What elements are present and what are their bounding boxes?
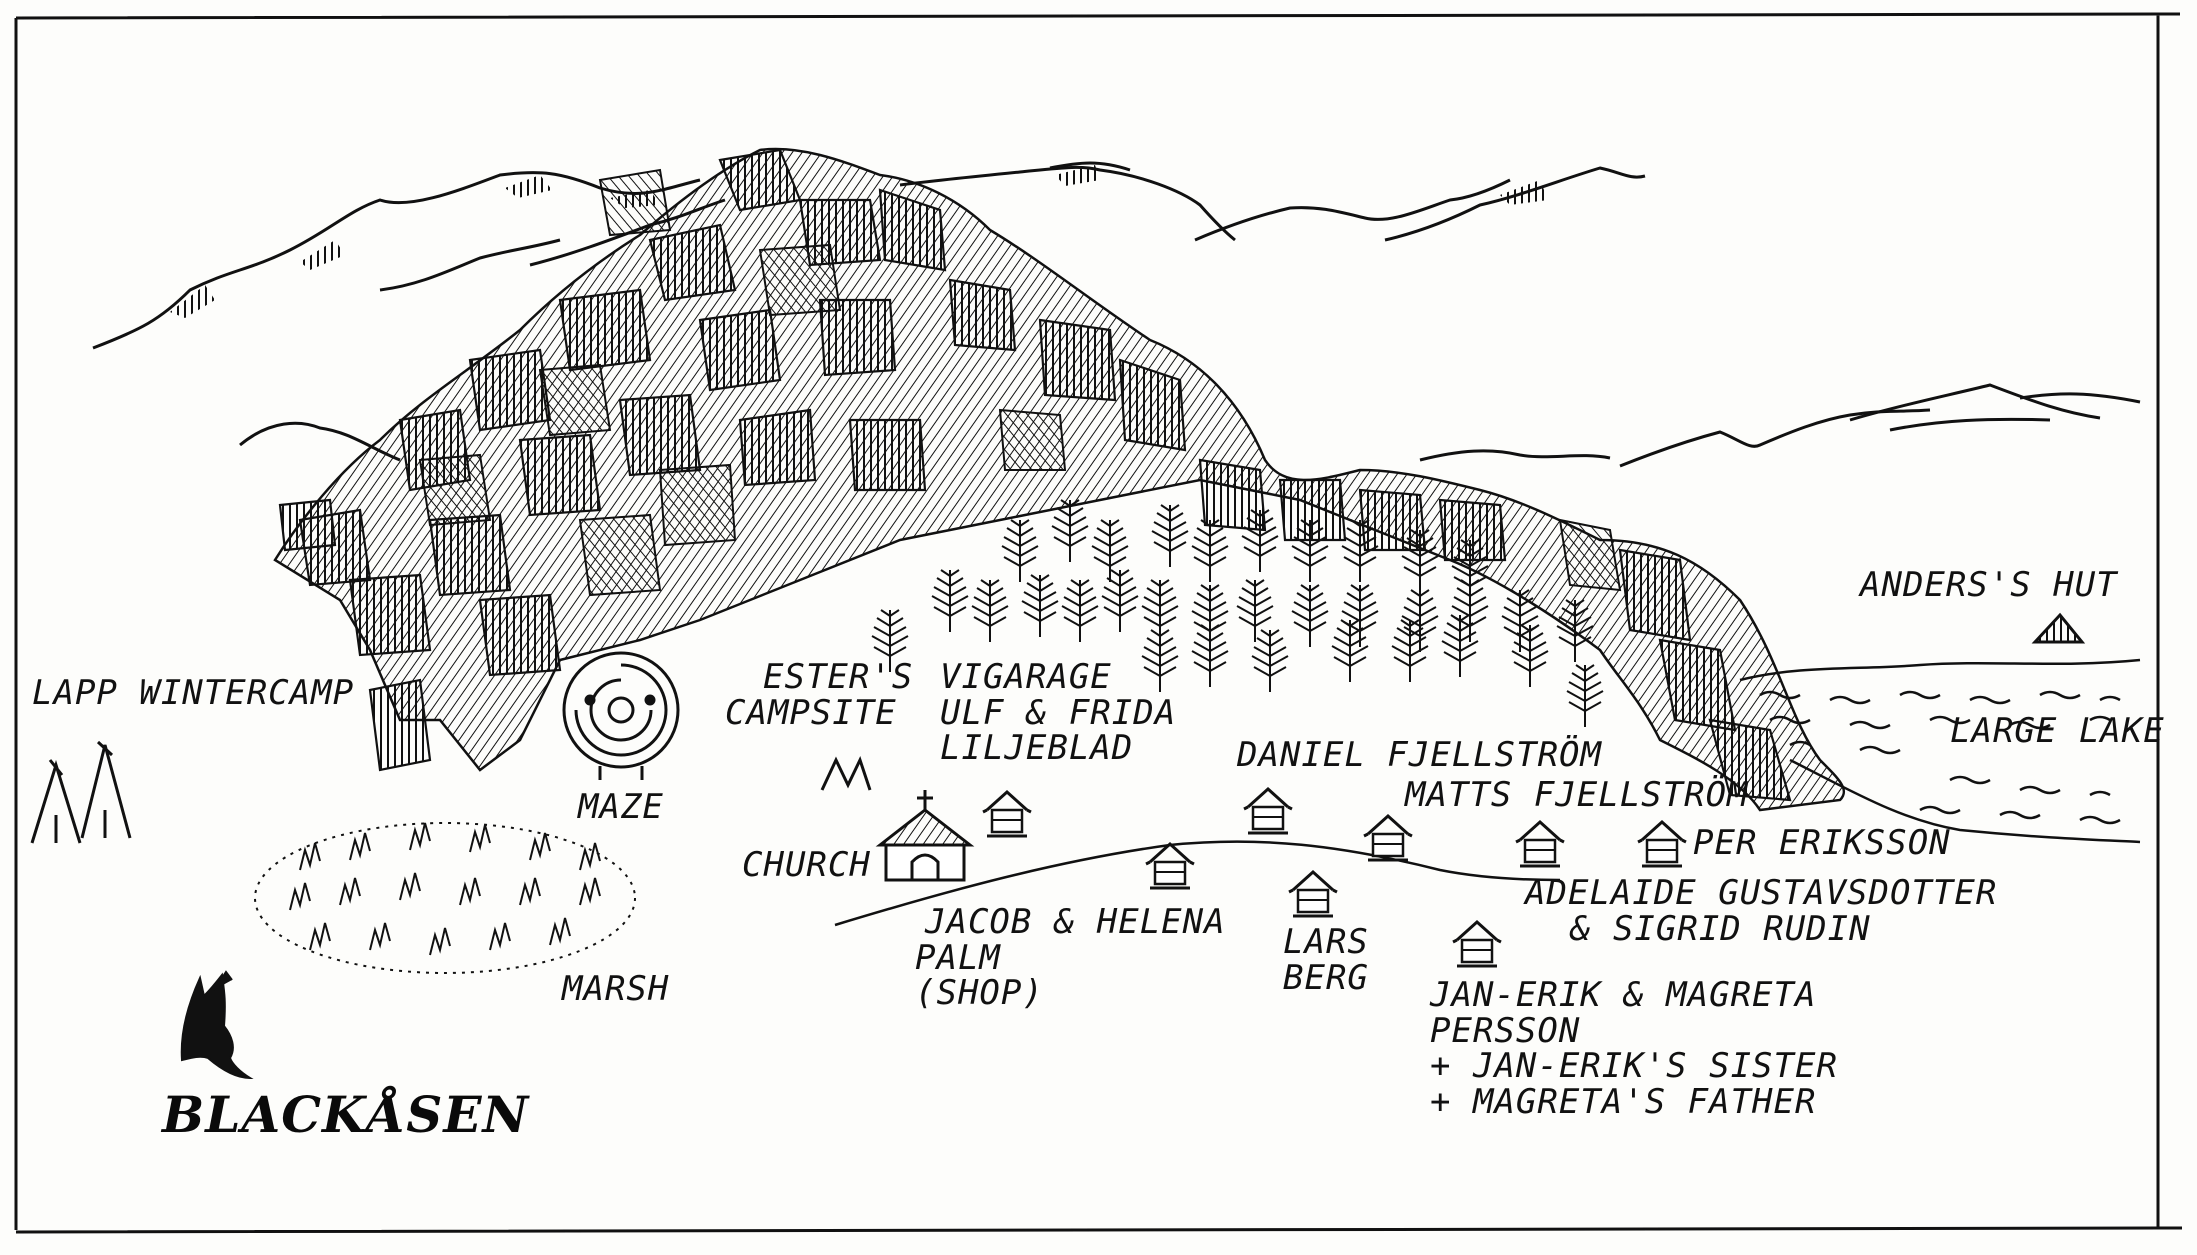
tree-icon bbox=[1451, 579, 1489, 643]
tree-icon bbox=[1061, 579, 1099, 643]
label-vicarage: VIGARAGE ULF & FRIDA LILJEBLAD bbox=[940, 657, 1177, 769]
label-jacob-helena-line1: JACOB & HELENA bbox=[925, 902, 1226, 942]
tree-icon bbox=[971, 579, 1009, 643]
house-icon bbox=[1514, 820, 1566, 868]
tree-icon bbox=[1151, 504, 1189, 568]
label-vicarage-line3: LILJEBLAD bbox=[940, 728, 1134, 769]
tree-icon bbox=[1566, 664, 1604, 728]
label-large-lake: LARGE LAKE bbox=[1950, 711, 2165, 751]
tree-icon bbox=[1501, 589, 1539, 653]
label-anders-hut: ANDERS'S HUT bbox=[1860, 565, 2118, 605]
house-icon bbox=[1636, 820, 1688, 868]
label-adelaide-line2: & SIGRID RUDIN bbox=[1570, 908, 1871, 949]
label-lars-berg: LARS BERG bbox=[1283, 922, 1369, 998]
tree-icon bbox=[1191, 519, 1229, 583]
label-jan-erik-line1: JAN-ERIK & MAGRETA bbox=[1430, 975, 1817, 1015]
tree-icon bbox=[1191, 624, 1229, 688]
tree-icon bbox=[1511, 624, 1549, 688]
label-per-eriksson: PER ERIKSSON bbox=[1693, 823, 1951, 863]
label-marsh: MARSH bbox=[562, 969, 670, 1009]
house-icon bbox=[1451, 920, 1503, 968]
label-jacob-helena-line3: (SHOP) bbox=[915, 973, 1044, 1014]
house-icon bbox=[1242, 787, 1294, 835]
road bbox=[834, 840, 1561, 927]
marsh-icon bbox=[254, 822, 636, 974]
raven-icon bbox=[180, 970, 254, 1080]
label-adelaide-line1: ADELAIDE GUSTAVSDOTTER bbox=[1525, 873, 1998, 913]
tree-icon bbox=[1001, 519, 1039, 583]
tree-icon bbox=[1236, 579, 1274, 643]
maze-icon bbox=[562, 651, 680, 780]
label-maze: MAZE bbox=[578, 787, 664, 827]
tree-icon bbox=[1291, 519, 1329, 583]
house-icon bbox=[1362, 814, 1414, 862]
tree-icon bbox=[1241, 509, 1279, 573]
label-church: CHURCH bbox=[742, 845, 871, 885]
tree-icon bbox=[1051, 499, 1089, 563]
mountain-icon bbox=[273, 147, 1846, 812]
teepee-icon bbox=[30, 740, 132, 844]
mountain-blocks-shaded bbox=[418, 168, 1622, 597]
label-esters-campsite-line1: ESTER'S bbox=[763, 657, 914, 697]
tree-icon bbox=[1401, 589, 1439, 653]
label-jan-erik: JAN-ERIK & MAGRETA PERSSON + JAN-ERIK'S … bbox=[1430, 975, 1838, 1123]
house-icon bbox=[981, 790, 1033, 838]
label-jan-erik-line4: + MAGRETA'S FATHER bbox=[1430, 1082, 1817, 1123]
house-icon bbox=[1144, 842, 1196, 890]
label-daniel: DANIEL FJELLSTRÖM bbox=[1237, 735, 1602, 775]
tree-icon bbox=[1401, 529, 1439, 593]
label-esters-campsite: ESTER'S CAMPSITE bbox=[725, 657, 914, 733]
church-icon bbox=[875, 790, 975, 882]
tree-icon bbox=[1341, 584, 1379, 648]
label-esters-campsite-line2: CAMPSITE bbox=[725, 692, 897, 733]
tent-icon bbox=[820, 756, 872, 791]
label-vicarage-line1: VIGARAGE bbox=[940, 657, 1112, 697]
tree-icon bbox=[1291, 584, 1329, 648]
label-matts: MATTS FJELLSTRÖM bbox=[1405, 775, 1749, 815]
lake-icon bbox=[1739, 658, 2141, 844]
label-lapp-wintercamp: LAPP WINTERCAMP bbox=[32, 673, 355, 713]
map-border bbox=[14, 12, 2183, 1234]
mountain-icon bbox=[92, 161, 2141, 468]
house-icon bbox=[1287, 870, 1339, 918]
label-lars-line1: LARS bbox=[1283, 922, 1369, 962]
tree-icon bbox=[1391, 619, 1429, 683]
map-title: BLACKÅSEN bbox=[162, 1085, 530, 1144]
label-vicarage-line2: ULF & FRIDA bbox=[940, 692, 1177, 733]
label-adelaide: ADELAIDE GUSTAVSDOTTER & SIGRID RUDIN bbox=[1525, 873, 1998, 949]
tree-icon bbox=[1021, 574, 1059, 638]
label-jacob-helena-line2: PALM bbox=[915, 937, 1001, 978]
tree-icon bbox=[931, 569, 969, 633]
label-jan-erik-line2: PERSSON bbox=[1430, 1010, 1581, 1051]
tree-icon bbox=[1331, 619, 1369, 683]
label-lars-line2: BERG bbox=[1283, 957, 1369, 998]
tree-icon bbox=[1091, 519, 1129, 583]
label-jacob-helena: JACOB & HELENA PALM (SHOP) bbox=[915, 902, 1226, 1014]
tree-icon bbox=[1251, 629, 1289, 693]
label-jan-erik-line3: + JAN-ERIK'S SISTER bbox=[1430, 1046, 1838, 1087]
tree-icon bbox=[1441, 614, 1479, 678]
tree-icon bbox=[1101, 569, 1139, 633]
tent-icon bbox=[2031, 612, 2086, 644]
mountain-blocks bbox=[278, 148, 1792, 802]
